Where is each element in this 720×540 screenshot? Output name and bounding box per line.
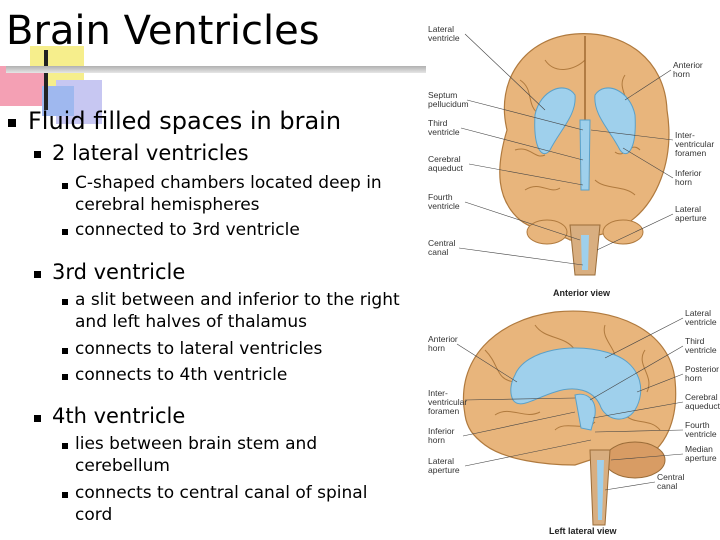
bullet	[62, 299, 68, 305]
bullet	[34, 151, 41, 158]
bullet	[62, 443, 68, 449]
anterior-view-title: Anterior view	[553, 288, 611, 298]
bullet	[62, 374, 68, 380]
lateral-view-title: Left lateral view	[549, 526, 618, 536]
bullet	[62, 183, 68, 189]
anterior-brain	[499, 33, 670, 276]
list-item: a slit between and inferior to the right…	[75, 290, 400, 332]
bullet	[62, 229, 68, 235]
main-point: Fluid filled spaces in brain	[28, 107, 342, 135]
bullet	[34, 271, 41, 278]
bullet	[62, 492, 68, 498]
bullet	[34, 415, 41, 422]
title-rule	[6, 66, 426, 73]
list-item: connects to 4th ventricle	[75, 365, 288, 385]
list-item: C-shaped chambers located deep in cerebr…	[75, 173, 382, 215]
bullet	[8, 119, 16, 127]
section-heading: 3rd ventricle	[52, 260, 186, 284]
accent-vertical-line	[44, 50, 48, 110]
lateral-brain	[463, 310, 677, 526]
list-item: lies between brain stem and cerebellum	[75, 434, 318, 476]
list-item: connects to lateral ventricles	[75, 339, 323, 359]
bullet	[62, 348, 68, 354]
section-heading: 2 lateral ventricles	[52, 141, 249, 165]
list-item: connects to central canal of spinal cord	[75, 483, 368, 525]
list-item: connected to 3rd ventricle	[75, 220, 300, 240]
slide-title: Brain Ventricles	[6, 8, 320, 54]
section-heading: 4th ventricle	[52, 404, 186, 428]
